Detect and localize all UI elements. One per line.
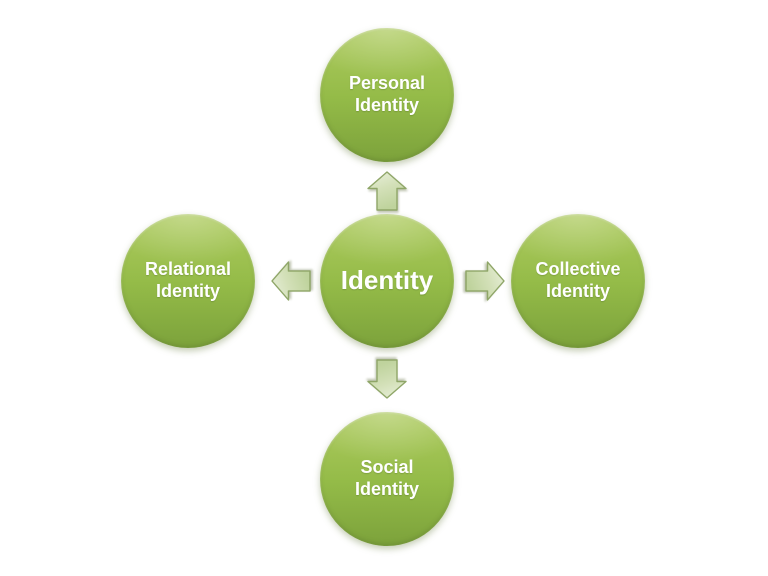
node-relational-identity-label: Relational Identity [144,259,232,301]
node-identity-center-label: Identity [340,265,434,296]
node-relational-identity: Relational Identity [121,214,255,348]
arrow-left-icon [270,260,312,302]
node-social-identity-label: Social Identity [354,457,419,499]
node-collective-identity: Collective Identity [511,214,645,348]
arrow-down-icon [366,358,408,400]
node-identity-center: Identity [320,214,454,348]
node-personal-identity-label: Personal Identity [348,73,426,115]
node-personal-identity: Personal Identity [320,28,454,162]
arrow-right-icon [464,260,506,302]
node-social-identity: Social Identity [320,412,454,546]
node-collective-identity-label: Collective Identity [535,259,621,301]
arrow-up-icon [366,170,408,212]
